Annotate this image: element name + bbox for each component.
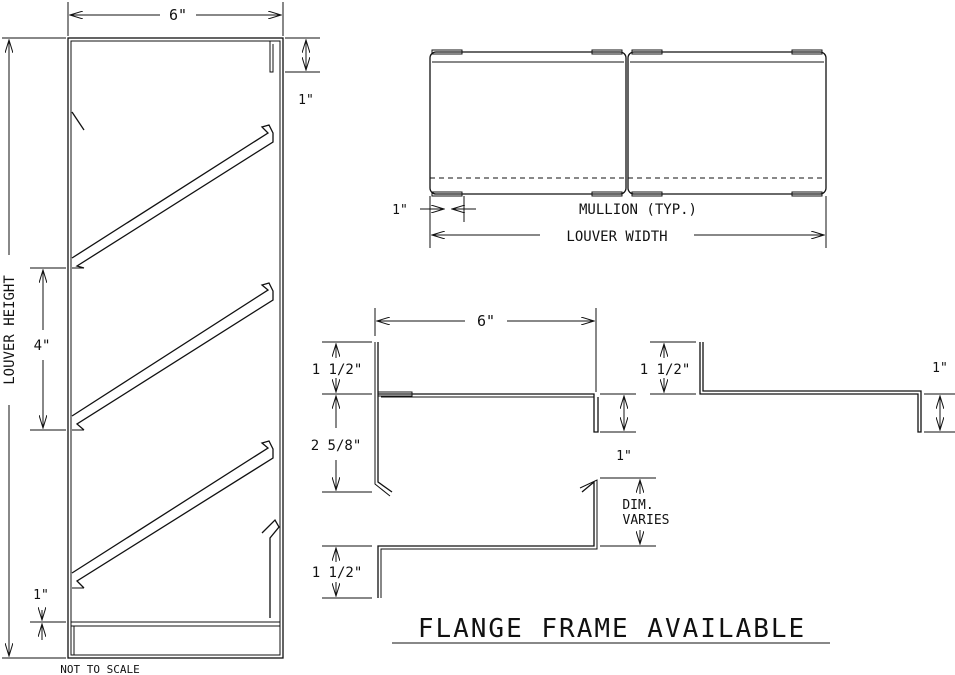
not-to-scale-note: NOT TO SCALE [60, 663, 139, 675]
louver-blade [71, 440, 274, 589]
flange-frame-detail: 6" 1 1/2" 2 5/8" 1" DIM. VARIES 1 1/2" [311, 308, 670, 599]
blade-spacing-dim: 4" [34, 338, 51, 354]
louver-height-dim: LOUVER HEIGHT [2, 275, 18, 385]
louver-width-label: LOUVER WIDTH [566, 229, 667, 245]
frame-width-dim: 6" [477, 312, 495, 330]
alt-flange-dim: 1 1/2" [640, 362, 691, 378]
alt-return-dim: 1" [932, 361, 948, 376]
diagram-title: FLANGE FRAME AVAILABLE [418, 614, 806, 644]
louver-panel-right [627, 51, 827, 195]
right-return-dim: 1" [616, 449, 632, 464]
dim-varies-label: DIM. [622, 498, 653, 513]
louver-panel-left [429, 51, 627, 195]
mullion-label: MULLION (TYP.) [579, 202, 697, 218]
dim-varies-label-2: VARIES [623, 513, 670, 528]
louver-blade [71, 111, 274, 269]
sill-dim: 1" [33, 588, 49, 603]
upper-flange-dim: 1 1/2" [312, 362, 363, 378]
frame-depth-dim: 2 5/8" [311, 438, 362, 454]
louver-blade [261, 518, 280, 618]
alt-flange-detail: 1 1/2" 1" [640, 341, 955, 433]
louver-blade [71, 282, 274, 431]
louver-section: 6" LOUVER HEIGHT 4" 1" 1" NOT TO SCALE [2, 2, 320, 675]
top-lip-dim: 1" [298, 93, 314, 108]
lower-flange-dim: 1 1/2" [312, 565, 363, 581]
plan-edge-dim: 1" [392, 203, 408, 218]
plan-view: 1" MULLION (TYP.) LOUVER WIDTH [392, 49, 827, 248]
louver-width-dim: 6" [169, 6, 187, 24]
louver-frame [67, 37, 284, 659]
